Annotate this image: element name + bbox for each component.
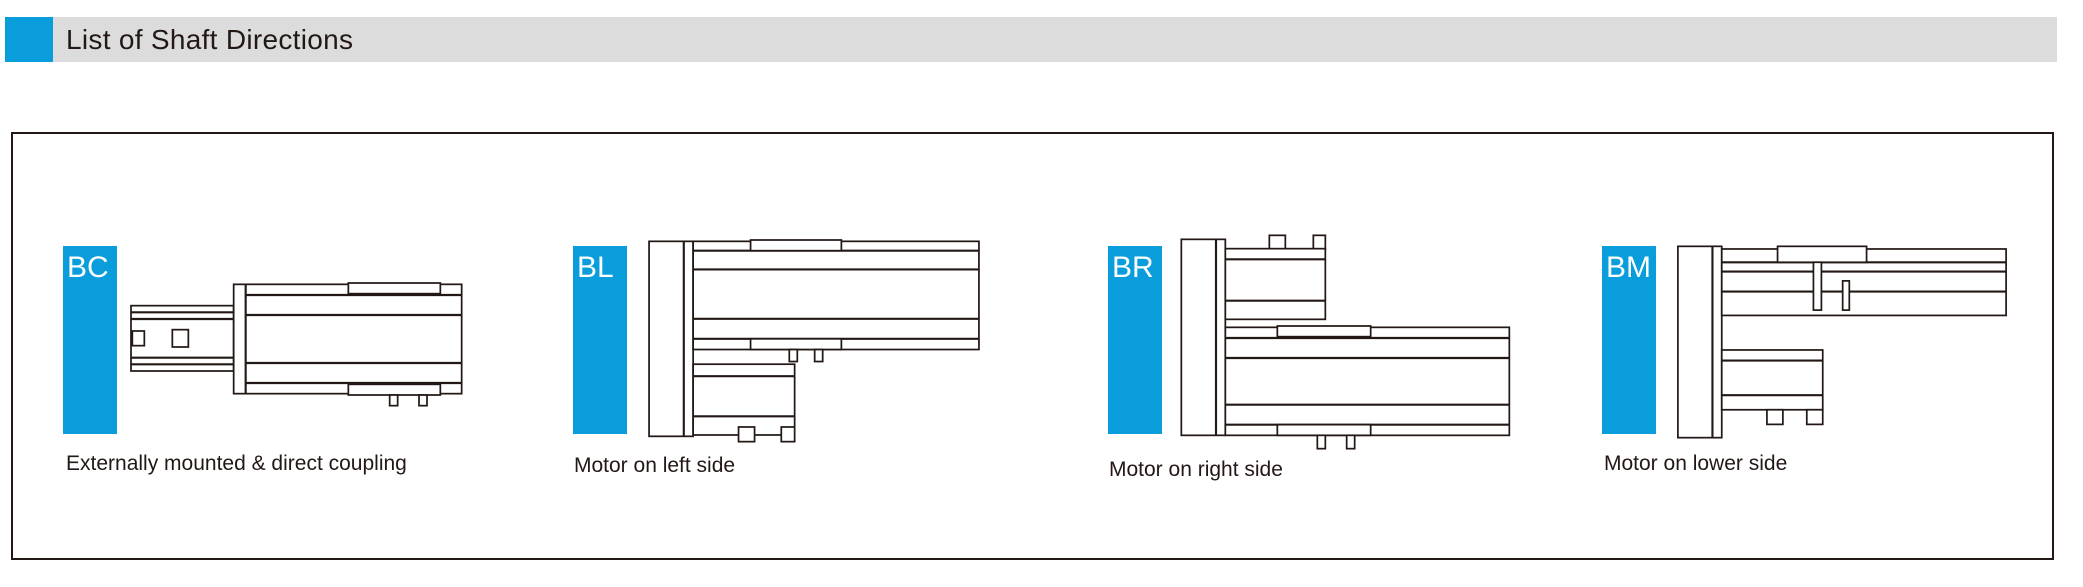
caption-bm: Motor on lower side	[1604, 452, 1788, 475]
diagram-frame	[11, 132, 2054, 560]
caption-br: Motor on right side	[1109, 458, 1283, 481]
section-header-accent	[5, 17, 53, 62]
bm-actuator-diagram	[1677, 245, 2007, 439]
section-header-bar	[5, 17, 2057, 62]
caption-bc: Externally mounted & direct coupling	[66, 452, 407, 475]
page-title: List of Shaft Directions	[66, 24, 354, 55]
code-badge-bl: BL	[573, 246, 627, 434]
br-actuator-diagram	[1180, 234, 1511, 450]
code-badge-br: BR	[1108, 246, 1162, 434]
bc-actuator-diagram	[130, 282, 463, 407]
code-badge-bm: BM	[1602, 246, 1656, 434]
caption-bl: Motor on left side	[574, 454, 736, 477]
code-badge-bc: BC	[63, 246, 117, 434]
bl-actuator-diagram	[648, 239, 980, 443]
